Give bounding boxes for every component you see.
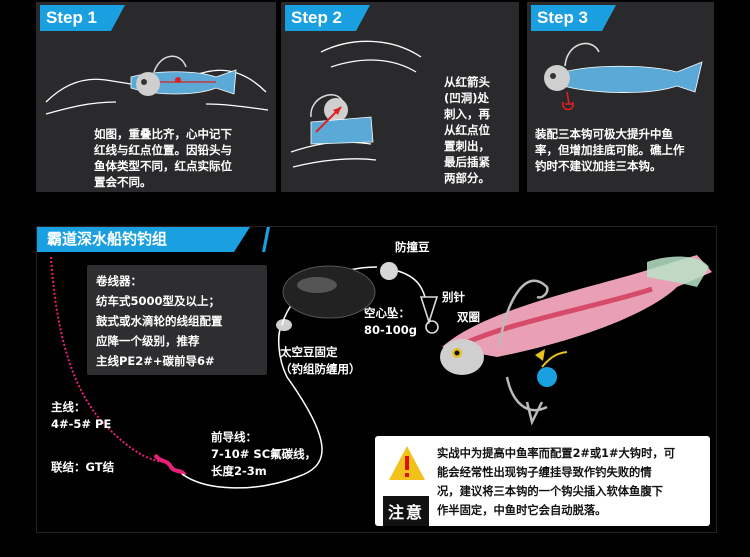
step3-panel: Step 3 装配三本钩可极大提升中鱼 率，但增加挂底可能。礁上作 钓时不建议加… xyxy=(527,2,714,192)
step2-panel: Step 2 从红箭头 (凹洞)处 刺入，再 从红点位 置刺出， 最后插紧 两部… xyxy=(281,2,519,192)
leader-title: 前导线： xyxy=(211,430,257,444)
step1-label: Step 1 xyxy=(40,5,125,31)
main-line-spec: 4#-5# PE xyxy=(51,417,112,431)
leader-spec: 7-10# SC氟碳线， xyxy=(211,447,317,461)
bean-sub: （钓组防缠用） xyxy=(280,362,361,376)
notice-box: 注意 实战中为提高中鱼率而配置2#或1#大钩时，可 能会经常性出现钩子缠挂导致作… xyxy=(375,436,710,526)
sinker-weight: 80-100g xyxy=(364,323,418,337)
step3-illustration xyxy=(544,42,703,111)
sinker-title: 空心坠： xyxy=(364,306,410,320)
title-accent xyxy=(262,227,270,252)
notice-text: 实战中为提高中鱼率而配置2#或1#大钩时，可 能会经常性出现钩子缠挂导致作钓失败… xyxy=(437,447,675,517)
split-ring-label: 双圈 xyxy=(457,310,480,324)
step1-illustration xyxy=(45,55,269,115)
step2-illustration xyxy=(290,40,422,168)
snap-label: 别针 xyxy=(442,290,465,304)
step2-text: 从红箭头 (凹洞)处 刺入，再 从红点位 置刺出， 最后插紧 两部分。 xyxy=(444,75,490,185)
section-title: 霸道深水船钓钓组 xyxy=(37,227,250,252)
step1-text: 如图，重叠比齐，心中记下 红线与红点位置。因铅头与 鱼体类型不同，红点实际位 置… xyxy=(94,127,232,189)
step1-panel: Step 1 如图，重叠比齐，心中记下 红线与红点位置。因铅头与 鱼体类型不同，… xyxy=(36,2,276,192)
knot-label: 联结：GT结 xyxy=(51,460,115,474)
bean-title: 太空豆固定 xyxy=(280,345,338,359)
bead-label: 防撞豆 xyxy=(395,240,430,254)
notice-tag: 注意 xyxy=(383,496,430,526)
rig-section: 霸道深水船钓钓组 ! xyxy=(36,226,717,533)
step3-text: 装配三本钩可极大提升中鱼 率，但增加挂底可能。礁上作 钓时不建议加挂三本钩。 xyxy=(535,127,685,173)
warning-icon xyxy=(389,446,425,480)
step3-label: Step 3 xyxy=(531,5,616,31)
reel-info-box: 卷线器： 纺车式5000型及以上； 鼓式或水滴轮的线组配置 应降一个级别，推荐 … xyxy=(87,265,267,375)
leader-length: 长度2-3m xyxy=(211,464,267,478)
main-line-title: 主线： xyxy=(51,400,86,414)
step2-label: Step 2 xyxy=(285,5,370,31)
